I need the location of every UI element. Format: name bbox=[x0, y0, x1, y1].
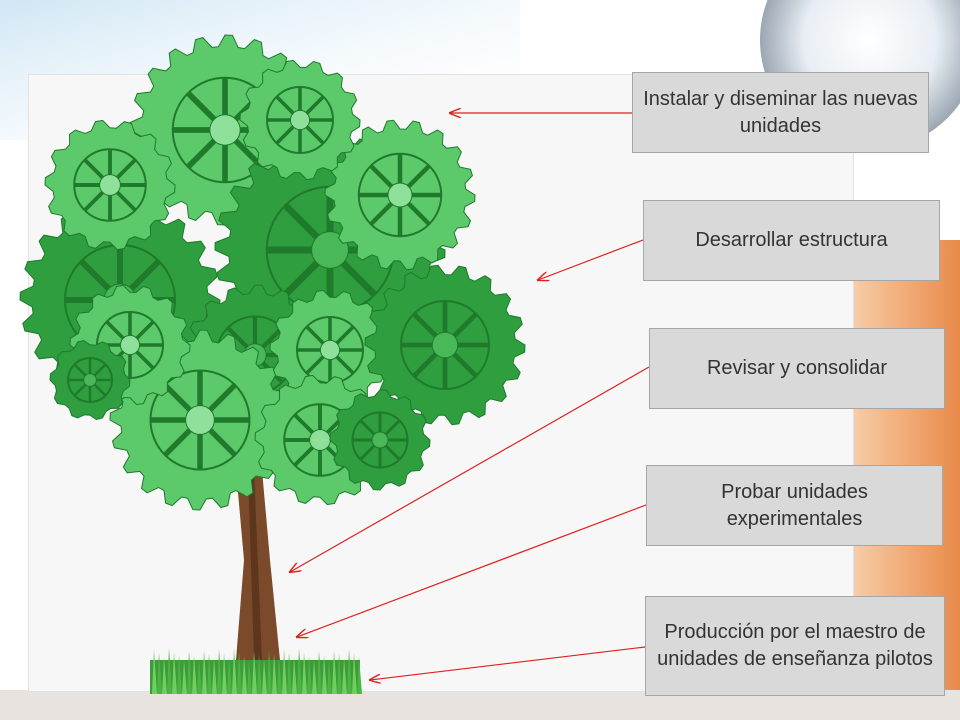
gear-hub-8 bbox=[119, 334, 141, 356]
grass-blade bbox=[172, 652, 177, 694]
gear-hub-13 bbox=[83, 373, 97, 387]
grass-blade bbox=[162, 657, 167, 694]
grass-blade bbox=[152, 649, 157, 694]
grass-blade bbox=[317, 651, 322, 694]
grass-blade bbox=[217, 649, 222, 694]
grass-blade bbox=[347, 649, 352, 694]
gear-hub-11 bbox=[309, 429, 331, 451]
gear-hub-1 bbox=[209, 114, 241, 146]
gear-canopy bbox=[19, 34, 526, 511]
grass-blade bbox=[327, 659, 332, 694]
grass-blade bbox=[267, 650, 272, 694]
grass-blade bbox=[222, 653, 227, 694]
label-box-step3: Revisar y consolidar bbox=[649, 328, 945, 409]
grass-blade bbox=[277, 658, 282, 694]
grass-blade bbox=[357, 657, 362, 694]
gear-hub-3 bbox=[387, 182, 413, 208]
grass-blade bbox=[287, 653, 292, 694]
label-box-step4: Probar unidades experimentales bbox=[646, 465, 943, 546]
grass-blade bbox=[227, 657, 232, 694]
grass-blade bbox=[237, 652, 242, 694]
grass-blade bbox=[252, 651, 257, 694]
label-step1-text: Instalar y diseminar las nuevas unidades bbox=[643, 87, 918, 137]
label-step4-text: Probar unidades experimentales bbox=[721, 480, 868, 530]
grass-blade bbox=[182, 660, 187, 694]
label-box-step1: Instalar y diseminar las nuevas unidades bbox=[632, 72, 929, 153]
label-step3-text: Revisar y consolidar bbox=[706, 357, 888, 379]
gear-hub-2 bbox=[311, 231, 349, 269]
grass-blade bbox=[157, 653, 162, 694]
grass-blade bbox=[297, 648, 302, 694]
grass-blade bbox=[312, 660, 317, 694]
grass-blade bbox=[247, 660, 252, 694]
gear-hub-12 bbox=[371, 431, 389, 449]
grass-blade bbox=[232, 648, 237, 694]
grass-blade bbox=[292, 657, 297, 694]
grass-blade bbox=[177, 656, 182, 694]
label-step2-text: Desarrollar estructura bbox=[695, 229, 888, 251]
grass-blade bbox=[207, 654, 212, 694]
grass-blade bbox=[242, 656, 247, 694]
grass-blade bbox=[192, 655, 197, 694]
grass bbox=[150, 648, 362, 694]
label-box-step5: Producción por el maestro de unidades de… bbox=[645, 596, 945, 696]
label-step5-text: Producción por el maestro de unidades de… bbox=[657, 621, 933, 670]
tree-trunk bbox=[236, 470, 280, 660]
grass-blade bbox=[272, 654, 277, 694]
grass-blade bbox=[282, 649, 287, 694]
grass-blade bbox=[257, 655, 262, 694]
grass-blade bbox=[212, 658, 217, 694]
grass-blade bbox=[352, 653, 357, 694]
grass-blade bbox=[332, 650, 337, 694]
grass-blade bbox=[197, 659, 202, 694]
grass-blade bbox=[337, 654, 342, 694]
grass-blade bbox=[262, 659, 267, 694]
grass-blade bbox=[202, 650, 207, 694]
gear-hub-4 bbox=[289, 109, 311, 131]
label-box-step2: Desarrollar estructura bbox=[643, 200, 940, 281]
grass-blade bbox=[322, 655, 327, 694]
gear-hub-7 bbox=[185, 405, 215, 435]
gear-hub-9 bbox=[319, 339, 341, 361]
grass-blade bbox=[307, 656, 312, 694]
gear-hub-5 bbox=[99, 174, 121, 196]
grass-blade bbox=[187, 651, 192, 694]
grass-blade bbox=[342, 658, 347, 694]
grass-blade bbox=[302, 652, 307, 694]
gear-hub-10 bbox=[431, 331, 459, 359]
grass-blade bbox=[167, 648, 172, 694]
